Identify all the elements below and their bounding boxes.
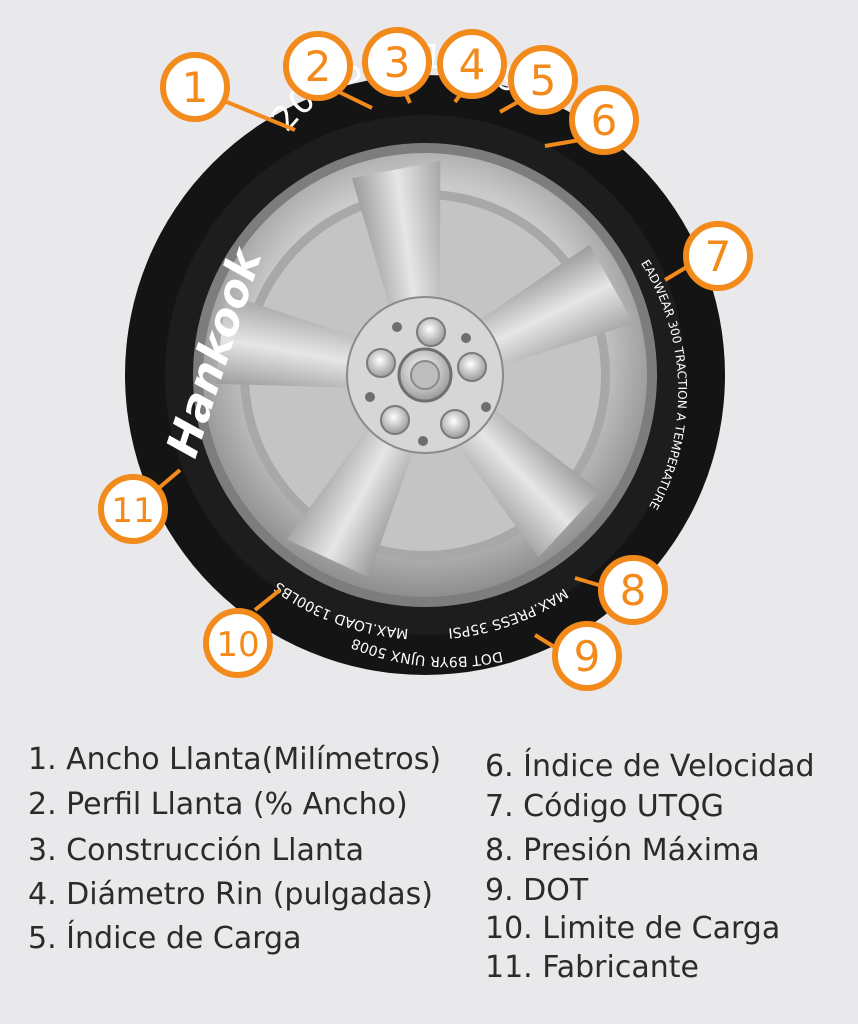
legend-item-7: 7. Código UTQG [485,789,724,824]
leader-line-8 [574,576,603,588]
legend-item-4: 4. Diámetro Rin (pulgadas) [28,877,433,912]
svg-text:5: 5 [530,56,557,105]
leader-line-2 [334,88,373,110]
svg-text:4: 4 [459,40,486,89]
callout-2: 2 [283,31,353,101]
leader-line-11 [158,468,182,489]
svg-text:6: 6 [591,96,618,145]
wheel-hub [346,296,504,454]
svg-text:7: 7 [705,232,732,281]
legend-item-9: 9. DOT [485,873,589,908]
leader-line-1 [221,98,296,132]
callout-7: 7 [683,221,753,291]
leader-line-6 [544,138,581,148]
callout-6: 6 [569,85,639,155]
svg-text:3: 3 [384,38,411,87]
legend-item-3: 3. Construcción Llanta [28,833,365,868]
callout-3: 3 [362,27,432,97]
svg-text:2: 2 [305,42,332,91]
legend-item-10: 10. Limite de Carga [485,911,781,946]
callout-8: 8 [598,555,668,625]
callout-10: 10 [203,608,273,678]
legend-item-11: 11. Fabricante [485,950,699,985]
leader-line-9 [533,633,558,650]
leader-line-10 [253,588,282,612]
svg-text:9: 9 [574,632,601,681]
svg-text:11: 11 [111,491,154,531]
legend-item-5: 5. Índice de Carga [28,921,302,956]
legend-item-1: 1. Ancho Llanta(Milímetros) [28,742,442,777]
callout-4: 4 [437,29,507,99]
legend-item-8: 8. Presión Máxima [485,833,760,868]
svg-text:1: 1 [182,63,209,112]
legend-item-6: 6. Índice de Velocidad [485,749,815,784]
callout-11: 11 [98,474,168,544]
tire-diagram: 205/55 R16 99W TREADWEAR 300 TRACTION A … [0,0,753,691]
callout-9: 9 [552,621,622,691]
svg-text:10: 10 [216,625,259,665]
callout-markers: 1 2 3 4 5 6 7 8 9 10 11 [98,27,753,691]
legend-item-2: 2. Perfil Llanta (% Ancho) [28,787,408,822]
svg-text:8: 8 [620,566,647,615]
callout-1: 1 [160,52,230,122]
callout-5: 5 [508,45,578,115]
